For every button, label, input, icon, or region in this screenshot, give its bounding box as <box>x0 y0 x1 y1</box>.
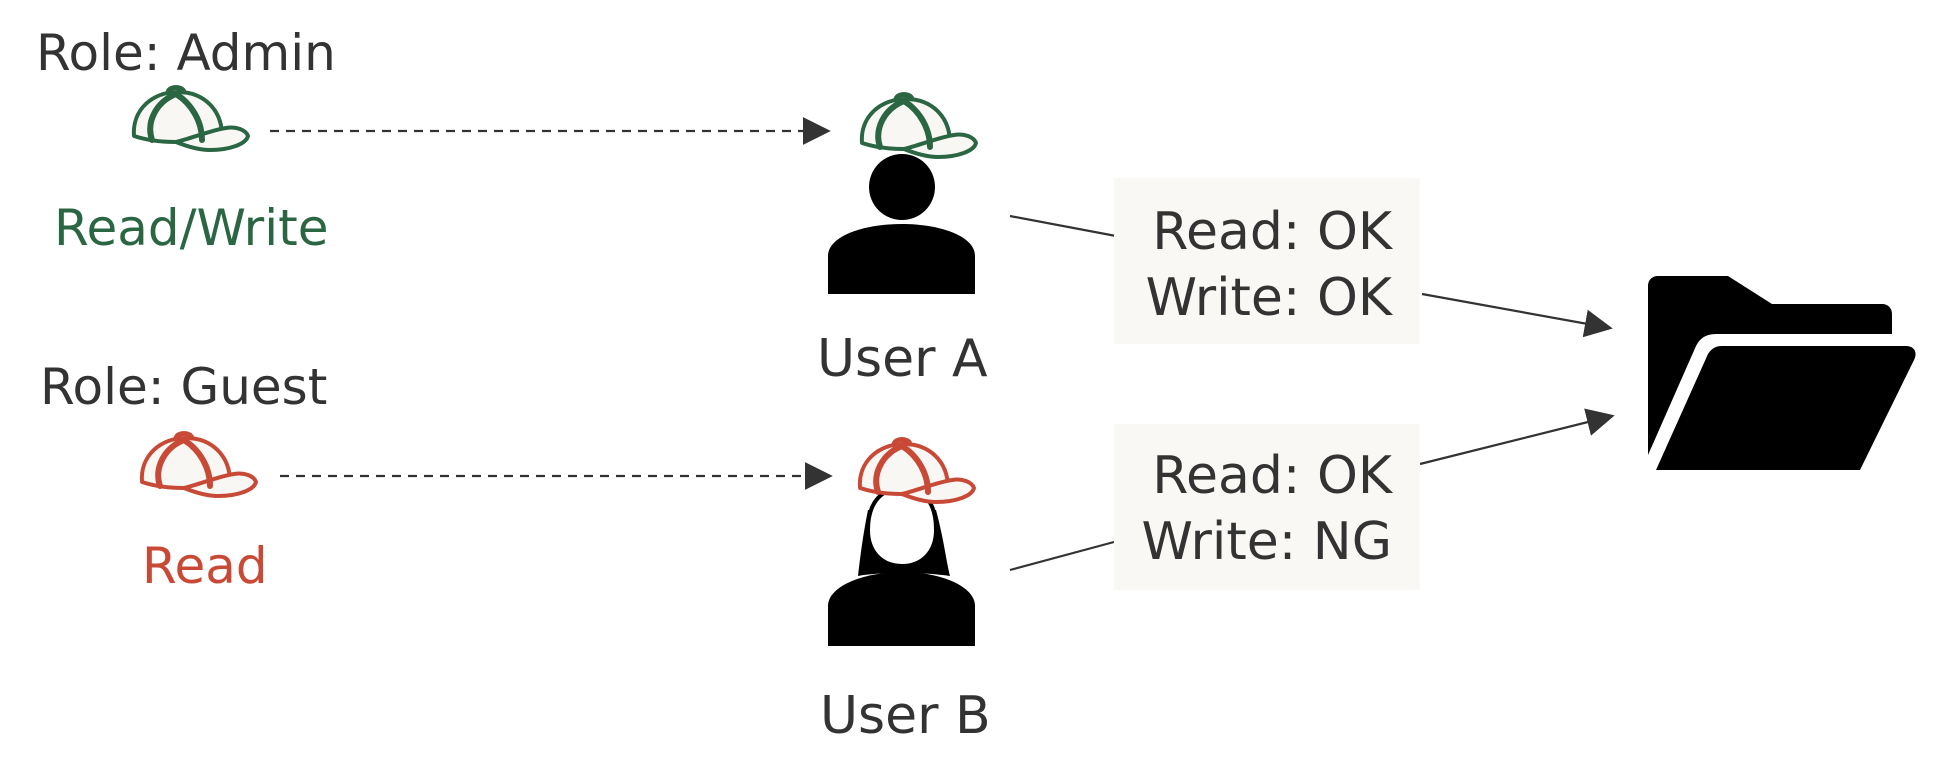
user-b-read-status: Read: OK <box>1152 446 1392 506</box>
guest-role-title: Role: Guest <box>40 358 328 416</box>
guest-permission-label: Read <box>142 537 268 595</box>
admin-role-cap-icon <box>134 88 248 151</box>
folder-open-icon <box>1648 276 1916 470</box>
user-b-person-long-hair-icon <box>828 485 975 646</box>
admin-role-title: Role: Admin <box>36 24 336 82</box>
user-b-access-connector <box>1009 540 1115 572</box>
user-a-cap-icon <box>862 95 976 158</box>
user-a-label: User A <box>817 329 988 389</box>
user-a-access-panel: Read: OK Write: OK <box>1114 178 1420 344</box>
guest-role-cap-icon <box>142 434 256 497</box>
user-b-cap-icon <box>860 440 974 503</box>
user-b-folder-arrow <box>1419 408 1615 466</box>
user-b-access-panel: Read: OK Write: NG <box>1114 424 1420 590</box>
user-a-write-status: Write: OK <box>1145 268 1392 328</box>
user-a-folder-arrow <box>1421 292 1613 338</box>
admin-permission-label: Read/Write <box>54 199 329 257</box>
user-a-read-status: Read: OK <box>1152 202 1392 262</box>
user-a-person-icon <box>828 154 975 294</box>
user-b-label: User B <box>820 686 991 746</box>
user-a-access-connector <box>1009 214 1117 238</box>
user-b-write-status: Write: NG <box>1141 512 1392 572</box>
